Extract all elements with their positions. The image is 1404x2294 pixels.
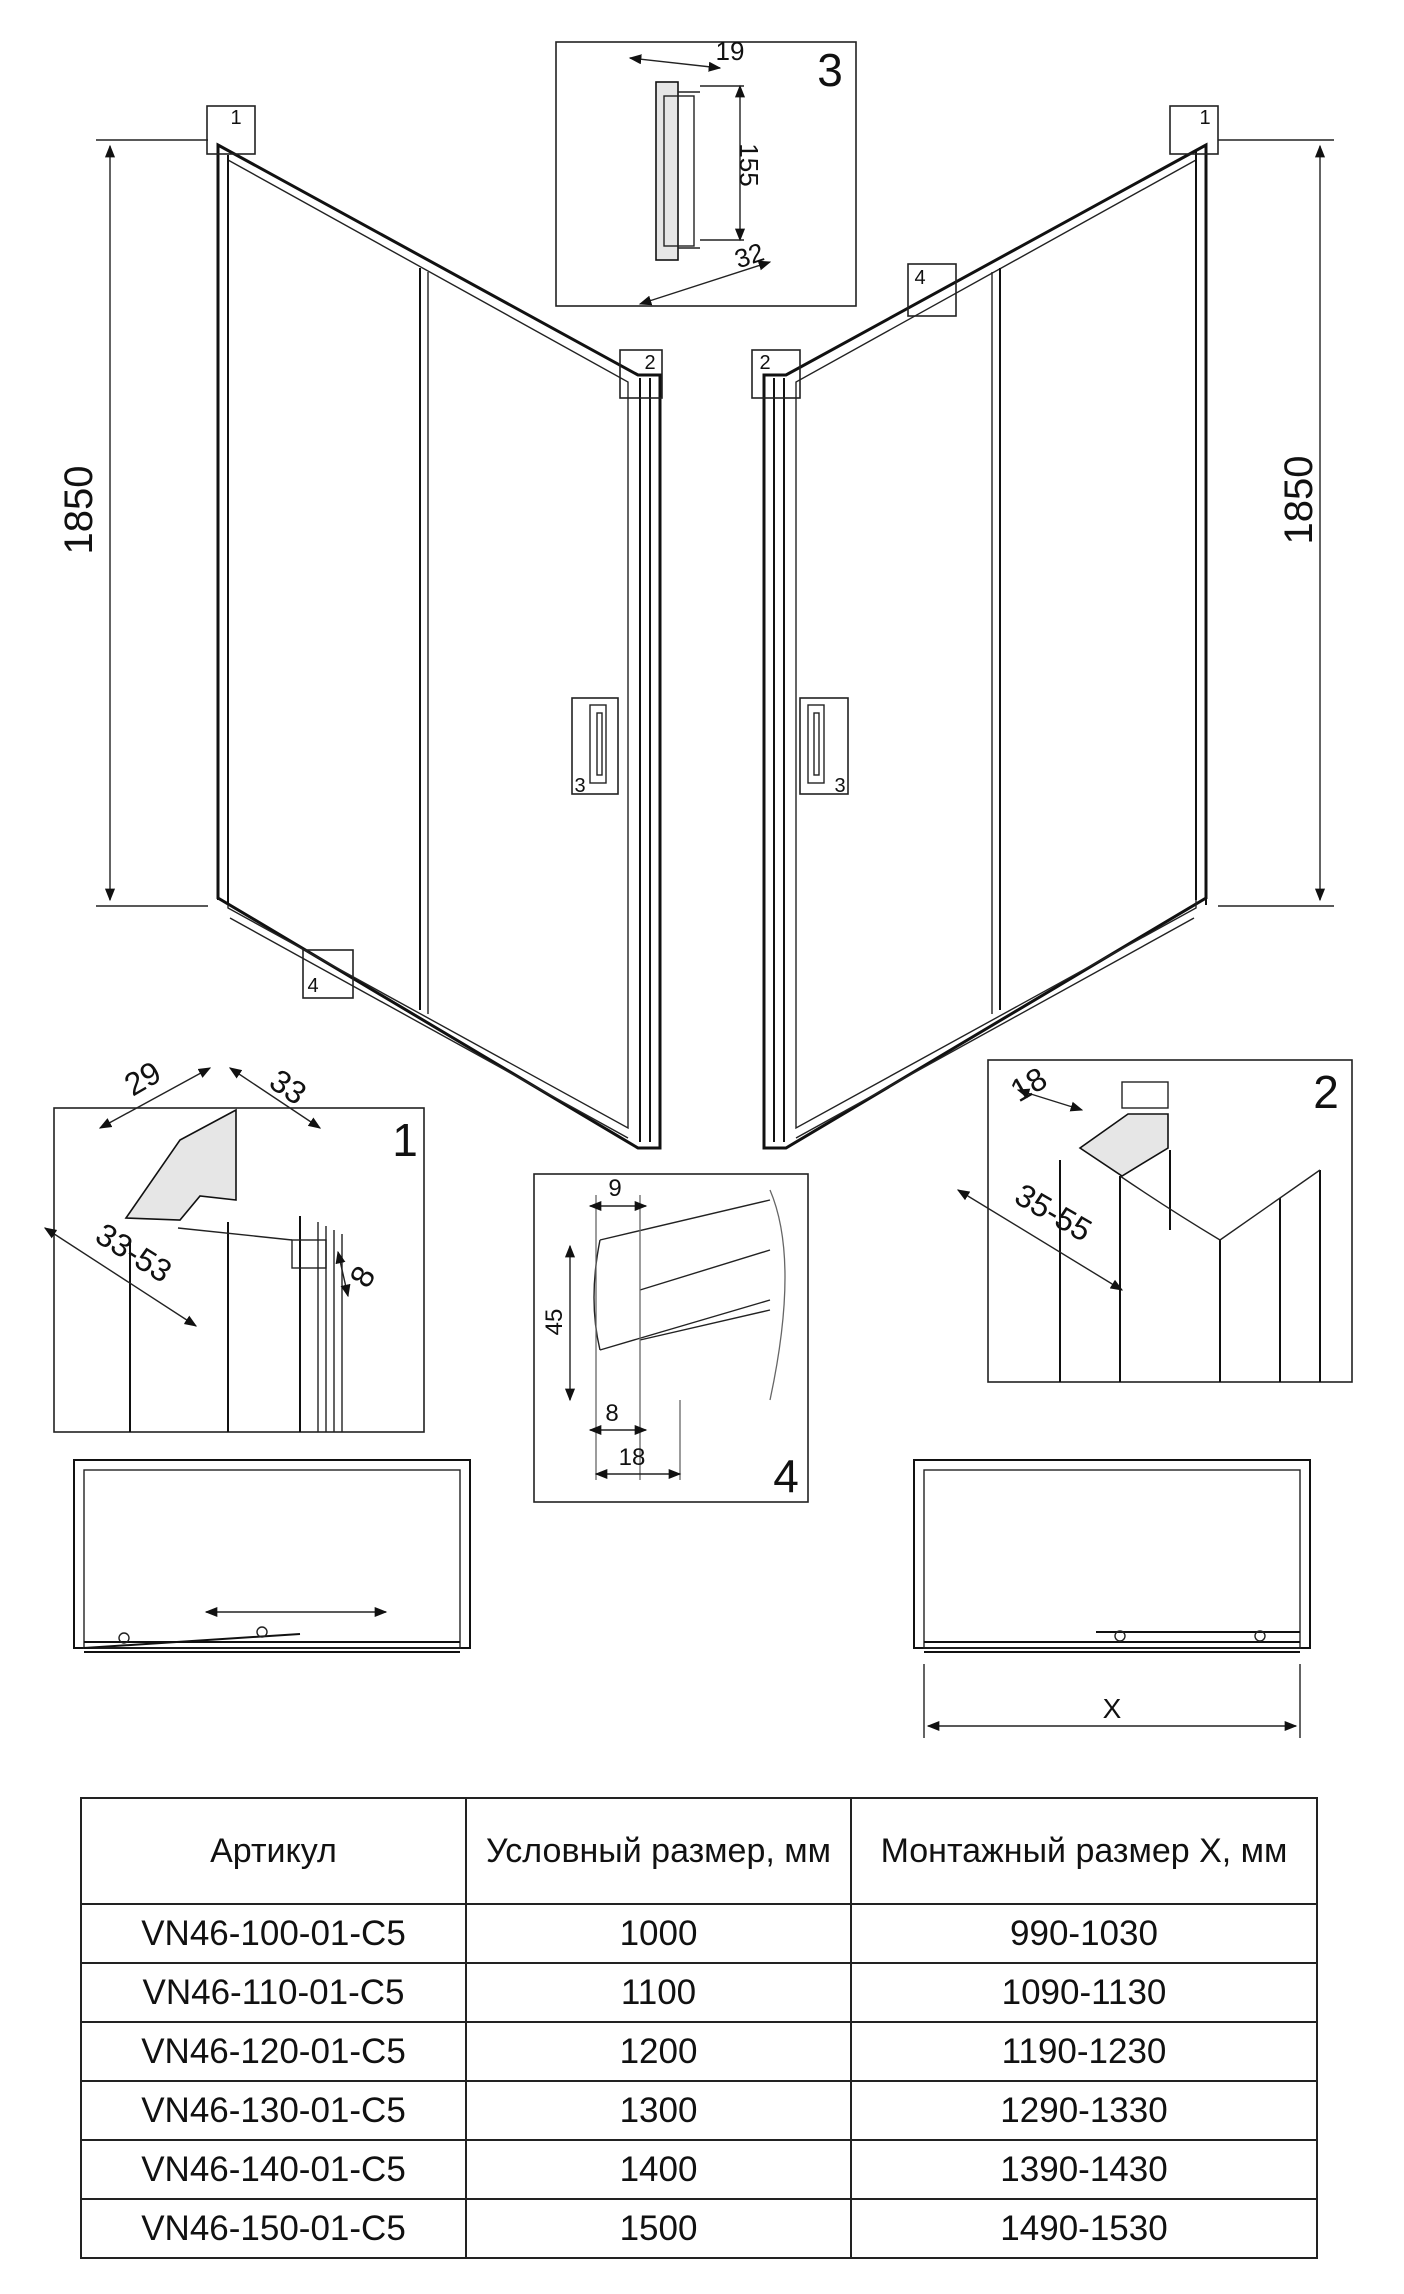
cell-nominal: 1000	[465, 1903, 852, 1964]
plan-left	[73, 1459, 471, 1653]
detail-4-dim-18: 18	[619, 1444, 646, 1471]
detail-4-number: 4	[773, 1450, 799, 1502]
detail-1-number: 1	[392, 1114, 418, 1166]
detail-4-dim-9: 9	[608, 1175, 621, 1202]
cell-nominal: 1100	[465, 1962, 852, 2023]
callout-left-2: 2	[644, 352, 655, 374]
cell-mounting: 990-1030	[850, 1903, 1318, 1964]
cell-mounting: 1490-1530	[850, 2198, 1318, 2259]
technical-drawing: 1 2 3 4 1850 1 2 3 4 1850	[43, 36, 1353, 1738]
detail-3-dim-depth: 32	[731, 237, 768, 274]
header-nominal-size: Условный размер, мм	[465, 1797, 852, 1905]
detail-3-dim-height: 155	[734, 143, 764, 186]
callout-right-2: 2	[759, 352, 770, 374]
plan-right	[913, 1459, 1311, 1738]
table-row: VN46-110-01-C5 1100 1090-1130	[80, 1962, 1318, 2023]
detail-4-dim-8: 8	[605, 1400, 618, 1427]
callout-left-3: 3	[574, 775, 585, 797]
detail-2-dim-35-55: 35-55	[1009, 1176, 1098, 1248]
detail-3-dim-width: 19	[716, 36, 745, 66]
detail-2	[956, 1059, 1353, 1383]
callout-right-4: 4	[914, 267, 925, 289]
cell-mounting: 1390-1430	[850, 2139, 1318, 2200]
cell-mounting: 1190-1230	[850, 2021, 1318, 2082]
callout-box-left-3	[571, 697, 619, 795]
detail-1	[43, 1067, 425, 1433]
callout-left-4: 4	[307, 975, 318, 997]
cell-nominal: 1200	[465, 2021, 852, 2082]
size-table: Артикул Условный размер, мм Монтажный ра…	[80, 1797, 1318, 2259]
table-row: VN46-140-01-C5 1400 1390-1430	[80, 2139, 1318, 2200]
callout-right-3: 3	[834, 775, 845, 797]
callout-left-1: 1	[230, 107, 241, 129]
table-row: VN46-130-01-C5 1300 1290-1330	[80, 2080, 1318, 2141]
plan-x-label: X	[1103, 1693, 1122, 1724]
callout-box-right-4	[907, 263, 957, 317]
cell-article: VN46-130-01-C5	[80, 2080, 467, 2141]
callout-right-1: 1	[1199, 107, 1210, 129]
cell-article: VN46-150-01-C5	[80, 2198, 467, 2259]
callout-box-left-4	[302, 949, 354, 999]
callout-box-left-2	[619, 349, 663, 399]
cell-nominal: 1300	[465, 2080, 852, 2141]
detail-2-number: 2	[1313, 1066, 1339, 1118]
detail-1-dim-8: 8	[342, 1260, 382, 1293]
detail-1-dim-33-53: 33-53	[90, 1216, 178, 1290]
callout-box-right-2	[751, 349, 801, 399]
cell-article: VN46-120-01-C5	[80, 2021, 467, 2082]
header-mounting-size: Монтажный размер X, мм	[850, 1797, 1318, 1905]
detail-4	[533, 1173, 809, 1503]
cell-nominal: 1400	[465, 2139, 852, 2200]
table-row: VN46-100-01-C5 1000 990-1030	[80, 1903, 1318, 1964]
left-panel	[216, 142, 662, 1150]
table-row: VN46-150-01-C5 1500 1490-1530	[80, 2198, 1318, 2259]
detail-3	[555, 41, 857, 307]
cell-mounting: 1290-1330	[850, 2080, 1318, 2141]
detail-2-dim-18: 18	[1004, 1060, 1053, 1109]
callout-box-right-3	[799, 697, 849, 795]
cell-nominal: 1500	[465, 2198, 852, 2259]
cell-mounting: 1090-1130	[850, 1962, 1318, 2023]
header-article: Артикул	[80, 1797, 467, 1905]
callout-box-left-1	[206, 105, 256, 155]
detail-1-dim-33: 33	[263, 1062, 313, 1112]
table-row: VN46-120-01-C5 1200 1190-1230	[80, 2021, 1318, 2082]
height-right-label: 1850	[1277, 456, 1321, 545]
height-left-label: 1850	[57, 466, 101, 555]
cell-article: VN46-100-01-C5	[80, 1903, 467, 1964]
cell-article: VN46-140-01-C5	[80, 2139, 467, 2200]
callout-box-right-1	[1169, 105, 1219, 155]
right-panel	[762, 142, 1208, 1150]
detail-4-dim-45: 45	[541, 1309, 568, 1336]
detail-3-number: 3	[817, 44, 843, 96]
cell-article: VN46-110-01-C5	[80, 1962, 467, 2023]
table-header-row: Артикул Условный размер, мм Монтажный ра…	[80, 1797, 1318, 1905]
